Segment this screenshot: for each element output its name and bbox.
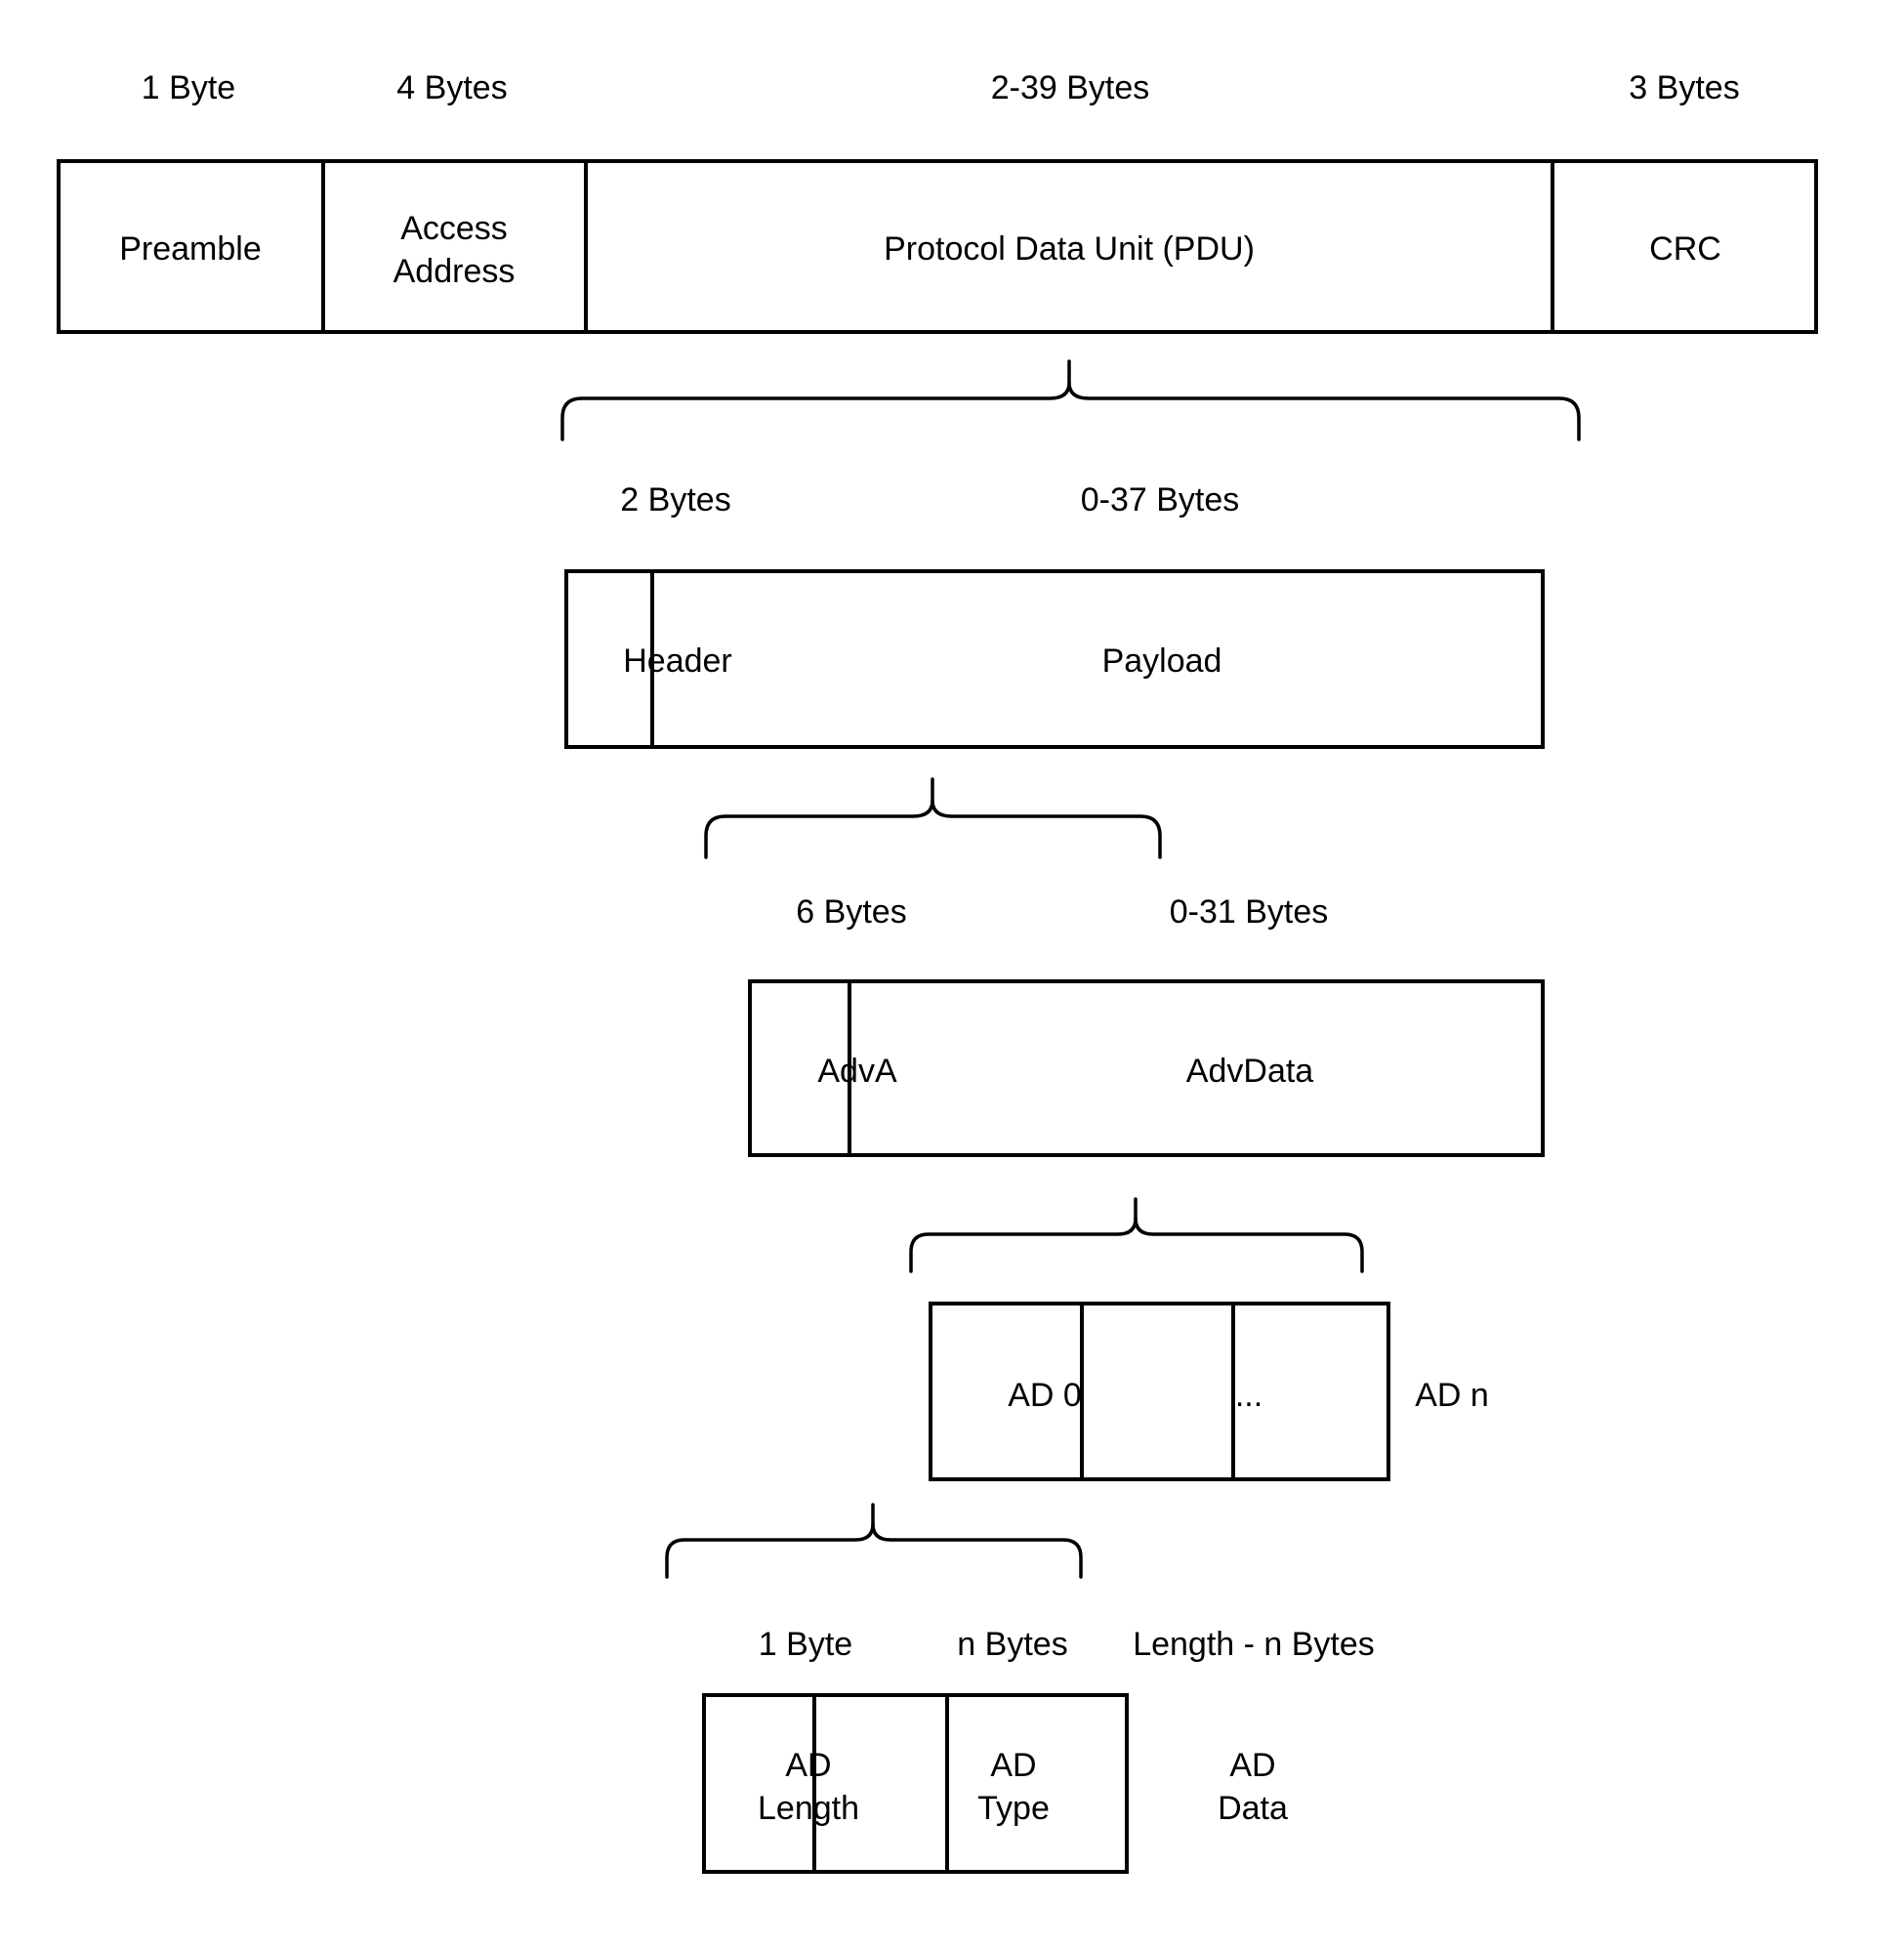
brace-ad bbox=[665, 1503, 1083, 1579]
brace-pdu bbox=[560, 359, 1581, 441]
row-pdu bbox=[564, 569, 1545, 749]
row-advdata bbox=[929, 1302, 1390, 1481]
row-link-layer-packet bbox=[57, 159, 1818, 334]
pdu-outline bbox=[564, 569, 1545, 749]
brace-payload bbox=[704, 777, 1162, 859]
payload-outline bbox=[748, 979, 1545, 1157]
brace-advdata bbox=[909, 1197, 1364, 1273]
link-layer-packet-outline bbox=[57, 159, 1818, 334]
advdata-outline bbox=[929, 1302, 1390, 1481]
ad-structure-outline bbox=[702, 1693, 1129, 1874]
row-payload bbox=[748, 979, 1545, 1157]
row-ad-structure bbox=[702, 1693, 1129, 1874]
